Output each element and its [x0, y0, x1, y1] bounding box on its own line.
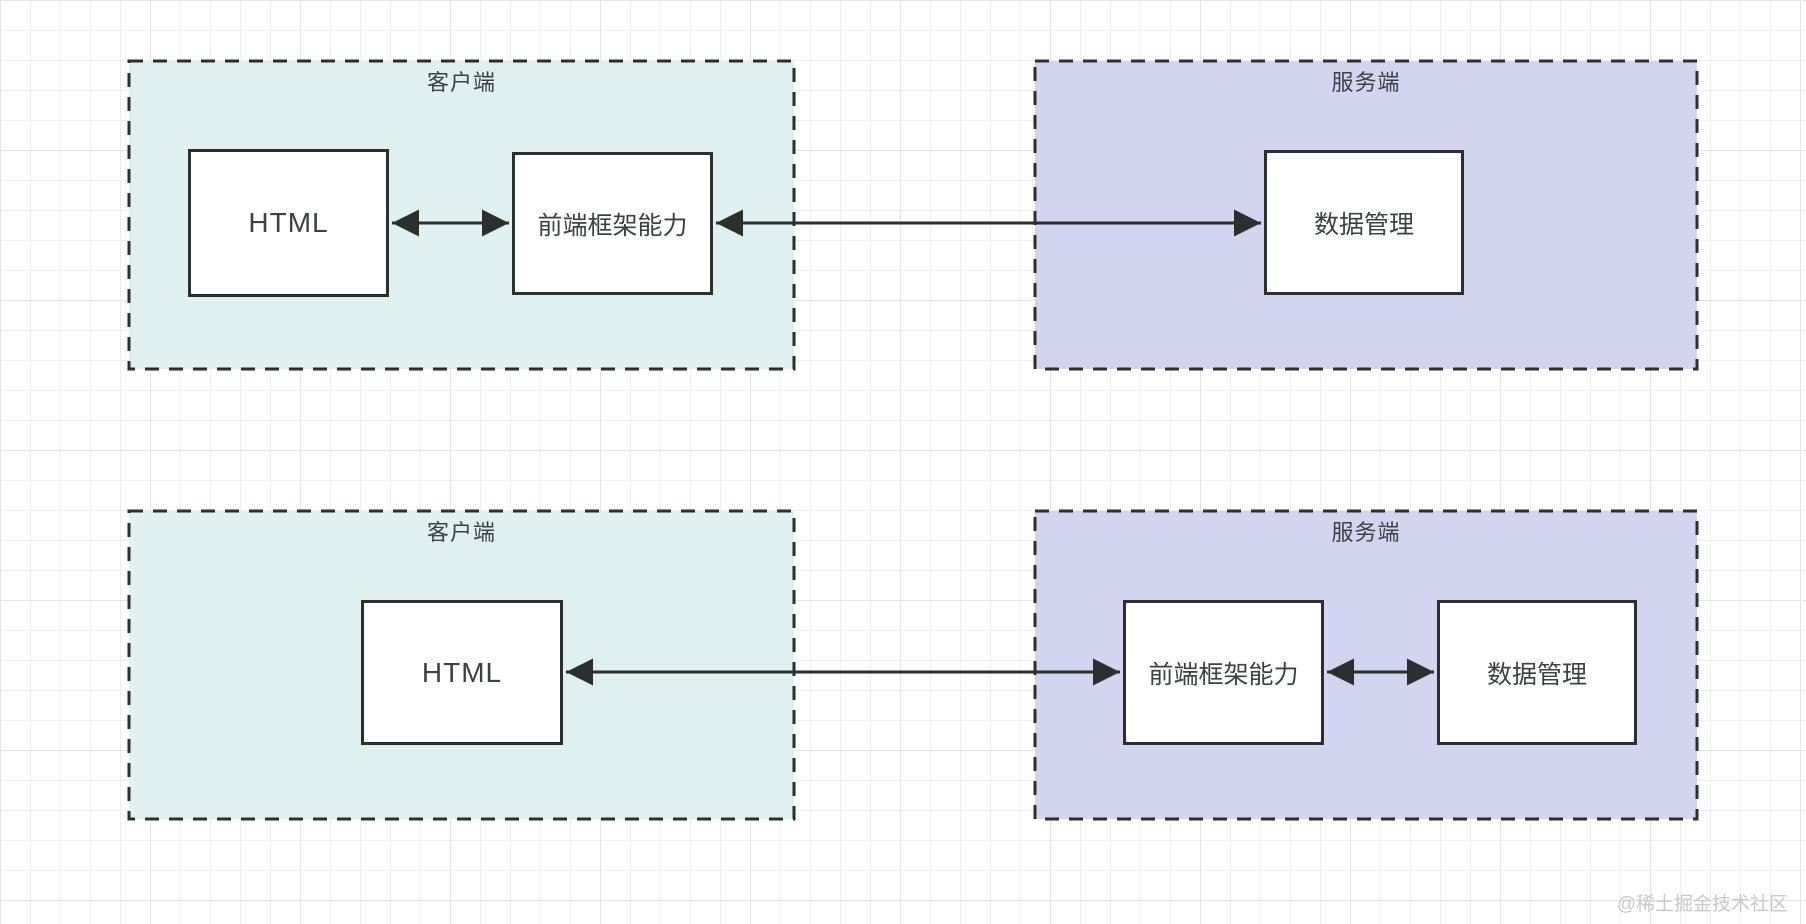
node-label: 数据管理: [1486, 660, 1587, 689]
node-bottom-html: HTML: [361, 600, 563, 745]
top-client-title: 客户端: [426, 70, 496, 95]
bottom-client-title: 客户端: [426, 520, 496, 545]
node-label: HTML: [248, 207, 329, 238]
bottom-server-title: 服务端: [1331, 520, 1401, 545]
node-bottom-data-management: 数据管理: [1437, 600, 1637, 745]
node-top-html: HTML: [188, 149, 389, 297]
node-label: 数据管理: [1313, 210, 1414, 239]
node-label: HTML: [421, 656, 503, 688]
top-server-title: 服务端: [1331, 70, 1401, 95]
node-top-data-management: 数据管理: [1264, 150, 1464, 295]
node-top-frontend-framework: 前端框架能力: [512, 152, 713, 295]
node-label: 前端框架能力: [537, 211, 688, 240]
node-bottom-frontend-framework: 前端框架能力: [1123, 600, 1324, 745]
node-label: 前端框架能力: [1148, 660, 1299, 689]
watermark-text: @稀土掘金技术社区: [1616, 894, 1788, 915]
